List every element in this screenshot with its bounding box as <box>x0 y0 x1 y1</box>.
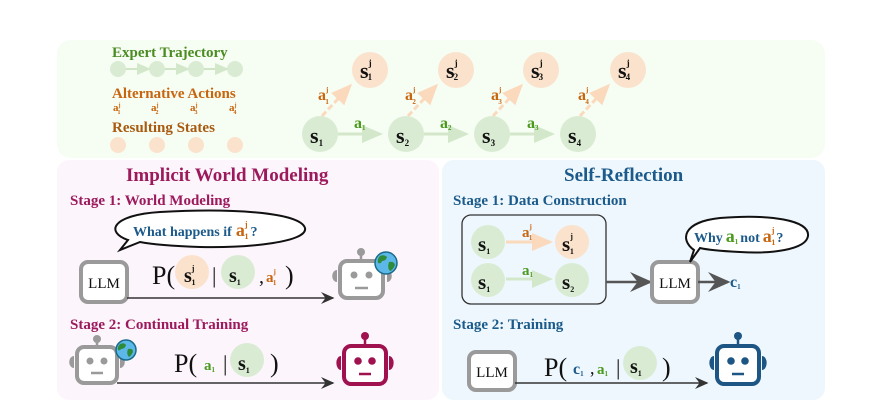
svg-text:P(: P( <box>544 353 567 382</box>
svg-text:s1: s1 <box>478 232 490 256</box>
state-node: s2 <box>388 116 424 152</box>
svg-text:s1: s1 <box>229 265 241 287</box>
svg-text:LLM: LLM <box>88 276 120 292</box>
state-node: s3 <box>474 116 510 152</box>
svg-text:aj2: aj2 <box>151 102 159 116</box>
svg-text:a1: a1 <box>204 358 216 374</box>
legend-resulting-states: Resulting States <box>112 120 215 136</box>
svg-text:LLM: LLM <box>476 365 508 381</box>
svg-text:sj1: sj1 <box>360 58 373 83</box>
reflection-output: c1 <box>730 274 741 291</box>
svg-text:P(: P( <box>174 349 197 378</box>
state-node: s1 <box>471 263 505 297</box>
action-label: a1 <box>354 115 366 132</box>
svg-text:sj2: sj2 <box>446 58 459 83</box>
sr-stage1-title: Stage 1: Data Construction <box>453 193 627 209</box>
svg-text:aj3: aj3 <box>190 102 198 116</box>
svg-text:aj4: aj4 <box>229 102 237 116</box>
svg-text:s1: s1 <box>478 270 490 294</box>
action-label: a2 <box>440 115 452 132</box>
world-model-robot-icon <box>332 248 392 300</box>
svg-text:sj1: sj1 <box>184 264 195 287</box>
svg-text:aj1: aj1 <box>113 102 121 116</box>
globe-icon <box>115 339 137 361</box>
sr-title: Self-Reflection <box>564 165 684 186</box>
sr-stage2-formula: P( c1 , a1 | s1 ) <box>544 346 671 382</box>
sr-stage2-title: Stage 2: Training <box>453 317 564 333</box>
llm-box: LLM <box>650 260 700 304</box>
svg-text:|: | <box>212 263 216 288</box>
state-node: s1 <box>302 116 338 152</box>
svg-text:): ) <box>662 353 671 382</box>
svg-text:aj1: aj1 <box>266 268 277 287</box>
svg-text:LLM: LLM <box>659 276 691 292</box>
svg-text:sj1: sj1 <box>562 232 574 256</box>
action-label: a3 <box>527 115 539 132</box>
legend-result-dots <box>110 137 243 153</box>
legend-alternative-actions: Alternative Actions <box>112 86 236 102</box>
svg-text:s1: s1 <box>630 356 642 378</box>
iwm-stage2-formula: P( a1 | s1 ) <box>174 343 279 378</box>
state-node: s1 <box>471 225 505 259</box>
svg-text:s4: s4 <box>568 123 582 148</box>
svg-text:s2: s2 <box>562 270 574 294</box>
globe-icon <box>374 251 398 275</box>
svg-text:,: , <box>590 358 595 378</box>
iwm-stage1-title: Stage 1: World Modeling <box>70 193 231 209</box>
svg-text:P(: P( <box>152 261 175 290</box>
world-model-robot-icon-small <box>69 335 125 385</box>
trained-agent-robot-icon <box>336 332 394 386</box>
legend-expert-chain <box>110 61 243 77</box>
iwm-title: Implicit World Modeling <box>126 165 329 186</box>
svg-text:sj3: sj3 <box>531 58 544 83</box>
trained-agent-robot-icon <box>709 332 767 386</box>
svg-text:a1: a1 <box>597 362 609 378</box>
state-node: s2 <box>555 263 589 297</box>
svg-text:|: | <box>223 351 227 376</box>
action-label: a1 <box>522 263 534 279</box>
llm-box: LLM <box>79 260 129 304</box>
state-node: s4 <box>560 116 596 152</box>
svg-text:c1: c1 <box>573 361 584 378</box>
svg-text:s3: s3 <box>482 123 496 148</box>
legend-expert-trajectory: Expert Trajectory <box>112 45 228 61</box>
svg-text:): ) <box>270 349 279 378</box>
iwm-stage2-title: Stage 2: Continual Training <box>70 317 249 333</box>
svg-text:): ) <box>285 261 294 290</box>
llm-box: LLM <box>467 350 517 392</box>
svg-text:s2: s2 <box>396 123 410 148</box>
svg-text:|: | <box>616 355 620 380</box>
svg-text:s1: s1 <box>310 123 324 148</box>
svg-text:s1: s1 <box>238 353 250 375</box>
svg-text:sj4: sj4 <box>618 58 631 83</box>
svg-text:,: , <box>259 266 264 288</box>
